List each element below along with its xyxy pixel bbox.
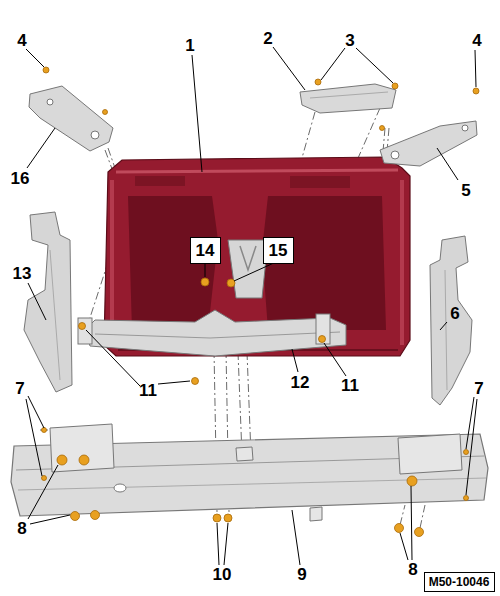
callout-number: 5 <box>461 182 470 199</box>
bracket <box>380 121 477 166</box>
callout-text: M50-10046 <box>429 576 490 588</box>
callout-number: 4 <box>472 32 481 49</box>
air-guide <box>430 236 472 405</box>
callout-number: 9 <box>297 566 306 583</box>
bumper-beam <box>11 424 488 521</box>
callout-number: 11 <box>139 382 157 399</box>
figure-code: M50-10046 <box>424 572 495 592</box>
callout-text: 14 <box>196 242 215 259</box>
callout-number: 7 <box>474 380 483 397</box>
callout-text: 15 <box>269 242 288 259</box>
callout-number: 8 <box>408 561 417 578</box>
callout-number: 1 <box>185 37 194 54</box>
callout-number: 13 <box>13 265 32 282</box>
callout-number: 3 <box>345 32 354 49</box>
callout-number: 11 <box>341 377 359 394</box>
callout-number: 16 <box>11 170 30 187</box>
bracket <box>29 86 113 151</box>
callout-number: 2 <box>263 30 272 47</box>
callout-number: 4 <box>17 32 26 49</box>
callout-number: 12 <box>291 374 310 391</box>
callout-number: 8 <box>17 520 26 537</box>
bolts <box>42 67 480 537</box>
callout-number: 6 <box>450 305 459 322</box>
leader-lines <box>26 47 477 565</box>
bracket <box>300 84 396 113</box>
callout-number: 10 <box>213 566 232 583</box>
lock-carrier-bar <box>85 310 346 356</box>
callout-box: 14 <box>190 237 221 264</box>
callout-box: 15 <box>263 237 294 264</box>
callout-number: 7 <box>15 380 24 397</box>
air-guide <box>24 212 72 392</box>
